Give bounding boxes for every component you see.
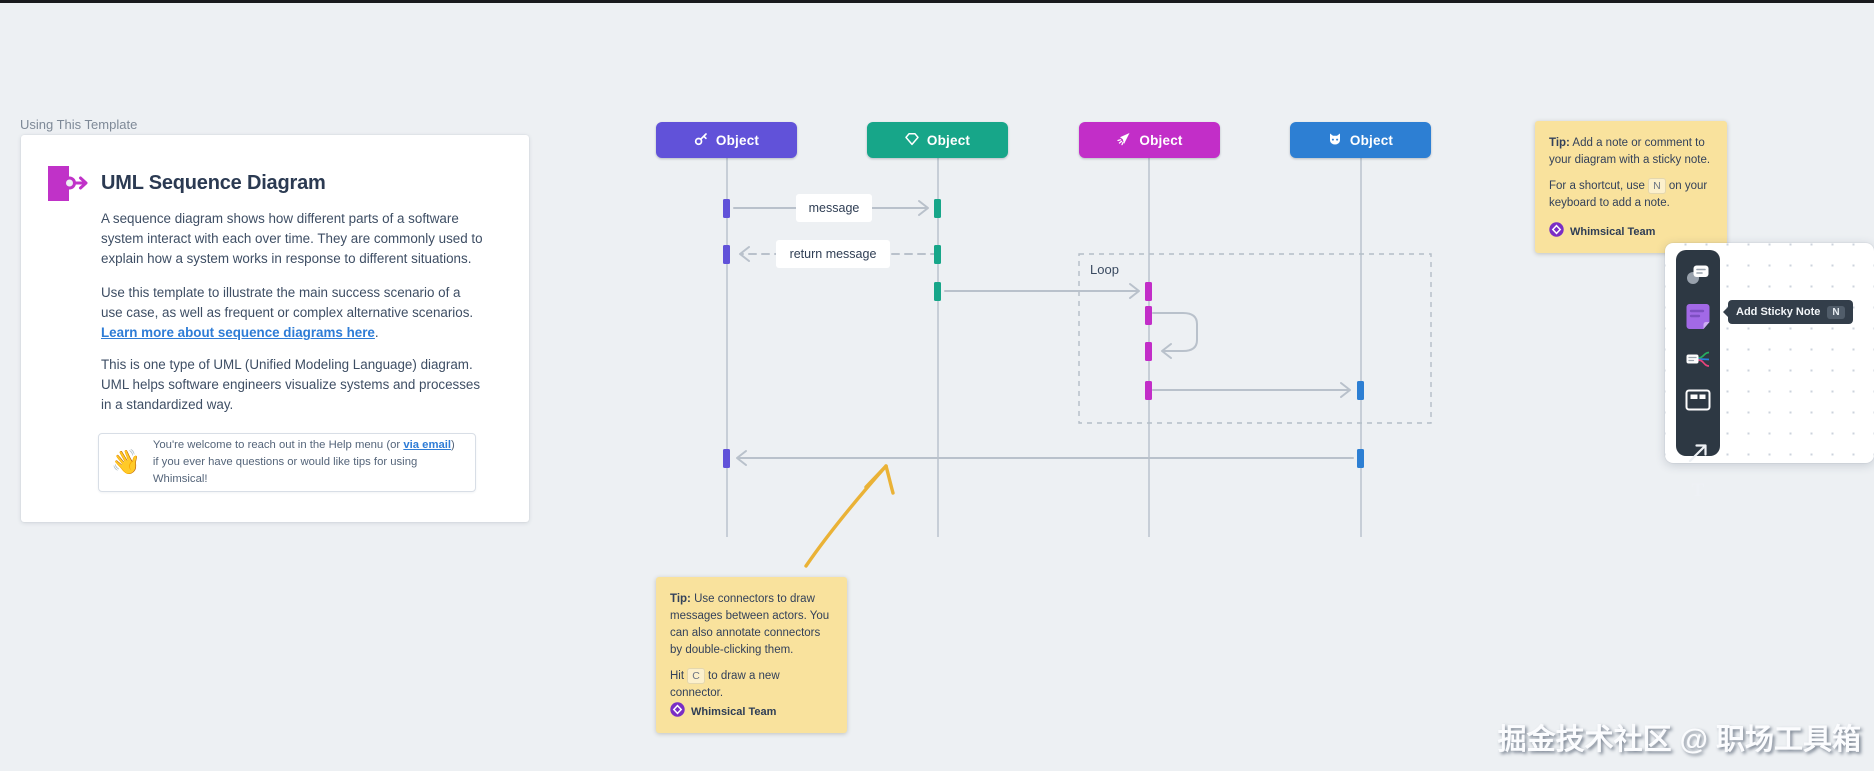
tip-text: Use connectors to draw messages between … xyxy=(670,593,830,657)
activation-bar xyxy=(934,199,941,218)
sticky-note-add-note-tip[interactable]: Tip: Add a note or comment to your diagr… xyxy=(1535,121,1727,253)
tip-text-2b: to draw a new connector. xyxy=(670,670,780,700)
whimsical-logo-icon xyxy=(1549,222,1564,242)
via-email-link[interactable]: via email xyxy=(403,439,452,452)
tip-text-2b: on your keyboard to add a note. xyxy=(1549,180,1708,210)
note-author: Whimsical Team xyxy=(670,702,776,722)
page-title: UML Sequence Diagram xyxy=(101,172,326,194)
tip-text-2a: Hit xyxy=(670,670,688,683)
tip-bold: Tip: xyxy=(670,593,691,605)
template-description-1: A sequence diagram shows how different p… xyxy=(101,211,483,267)
tooltip-label: Add Sticky Note xyxy=(1736,306,1821,318)
author-name: Whimsical Team xyxy=(691,705,777,718)
template-description-2-text: Use this template to illustrate the main… xyxy=(101,285,474,321)
gem-icon xyxy=(905,132,919,149)
return-message-label[interactable]: return message xyxy=(777,241,889,267)
help-text-before: You're welcome to reach out in the Help … xyxy=(152,439,404,452)
tip-text: Add a note or comment to your diagram wi… xyxy=(1549,137,1711,167)
help-callout-box: 👋 You're welcome to reach out in the Hel… xyxy=(98,433,476,492)
shapes-icon xyxy=(1685,261,1711,292)
top-edge-bar xyxy=(0,0,1874,3)
connector-arrow-icon xyxy=(1686,441,1710,470)
frame-icon xyxy=(1685,388,1711,417)
object-label: Object xyxy=(1349,132,1394,148)
help-text-after: ) if you ever have questions or would li… xyxy=(152,439,455,485)
mask-icon xyxy=(1328,132,1342,149)
sticky-note-icon xyxy=(1685,303,1711,335)
template-description-2: Use this template to illustrate the main… xyxy=(101,283,485,343)
waving-hand-icon: 👋 xyxy=(111,449,141,476)
sticky-note-connectors-tip[interactable]: Tip: Use connectors to draw messages bet… xyxy=(656,577,847,733)
activation-bar xyxy=(934,282,941,301)
help-callout-text: You're welcome to reach out in the Help … xyxy=(153,437,463,488)
sticky-note-text-2: Hit C to draw a new connector. xyxy=(670,668,833,702)
sticky-note-text: Tip: Add a note or comment to your diagr… xyxy=(1549,135,1713,169)
lifeline-object-4 xyxy=(1360,158,1362,537)
object-node-2[interactable]: Object xyxy=(867,122,1008,158)
author-name: Whimsical Team xyxy=(1570,225,1656,238)
connector-self-message xyxy=(1152,312,1198,352)
lifeline-object-1 xyxy=(726,158,728,537)
tip-bold: Tip: xyxy=(1549,137,1570,149)
activation-bar xyxy=(723,449,730,468)
template-info-card: UML Sequence Diagram A sequence diagram … xyxy=(21,135,529,522)
object-node-3[interactable]: Object xyxy=(1079,122,1220,158)
activation-bar xyxy=(723,245,730,264)
object-node-4[interactable]: Object xyxy=(1290,122,1431,158)
learn-more-link[interactable]: Learn more about sequence diagrams here xyxy=(101,325,375,341)
activation-bar xyxy=(1145,306,1152,325)
mini-toolbar: T xyxy=(1676,250,1720,501)
toolbar-illustration-card[interactable]: T xyxy=(1665,243,1874,501)
template-description-2-period: . xyxy=(374,325,379,341)
activation-bar xyxy=(1145,282,1152,301)
whimsical-logo-icon xyxy=(670,702,685,722)
object-label: Object xyxy=(715,132,760,148)
key-badge-c: C xyxy=(687,668,705,685)
activation-bar xyxy=(934,245,941,264)
activation-bar xyxy=(723,199,730,218)
key-badge-n: N xyxy=(1648,178,1666,195)
activation-bar xyxy=(1357,449,1364,468)
add-sticky-note-tooltip: Add Sticky Note N xyxy=(1723,300,1853,324)
lifeline-object-2 xyxy=(937,158,939,537)
sticky-note-text-2: For a shortcut, use N on your keyboard t… xyxy=(1549,178,1713,212)
text-icon: T xyxy=(1691,480,1705,501)
note-author: Whimsical Team xyxy=(1549,222,1655,242)
tip-text-2a: For a shortcut, use xyxy=(1549,180,1649,193)
activation-bar xyxy=(1145,342,1152,361)
sticky-note-text: Tip: Use connectors to draw messages bet… xyxy=(670,591,833,659)
object-label: Object xyxy=(926,132,971,148)
tooltip-pointer xyxy=(1723,307,1728,317)
template-description-3: This is one type of UML (Unified Modelin… xyxy=(101,357,481,413)
mindmap-icon xyxy=(1685,346,1711,377)
message-label[interactable]: message xyxy=(797,195,871,221)
object-node-1[interactable]: Object xyxy=(656,122,797,158)
activation-bar xyxy=(1357,381,1364,400)
activation-bar xyxy=(1145,381,1152,400)
tooltip-shortcut-key: N xyxy=(1827,305,1845,319)
key-icon xyxy=(694,132,708,149)
annotation-arrow xyxy=(804,464,895,568)
sequence-diagram-icon xyxy=(48,165,98,212)
loop-fragment-frame xyxy=(1078,253,1432,424)
template-section-label: Using This Template xyxy=(20,117,138,132)
rocket-icon xyxy=(1116,132,1131,149)
object-label: Object xyxy=(1139,132,1183,148)
watermark-text: 掘金技术社区 @ 职场工具箱 xyxy=(1497,724,1861,756)
loop-fragment-label: Loop xyxy=(1090,262,1119,277)
